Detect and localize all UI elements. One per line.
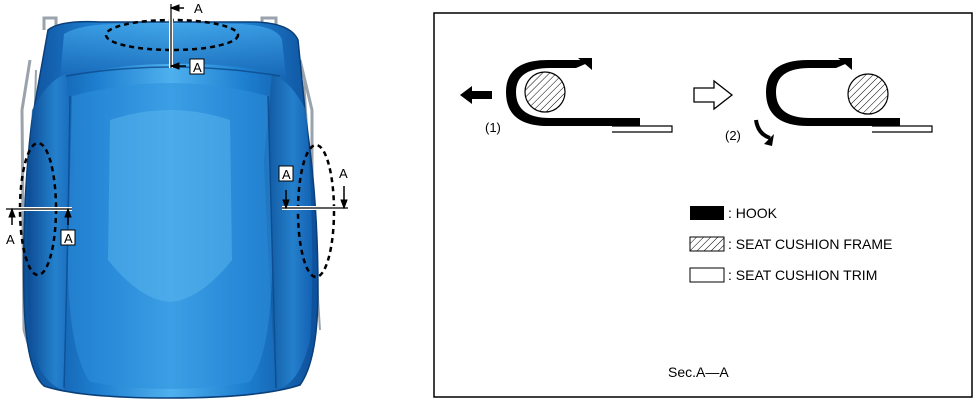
left-bolster — [27, 74, 74, 390]
step1-label: (1) — [485, 120, 501, 135]
hook-marker-right — [296, 143, 336, 279]
step2-trim — [872, 125, 933, 133]
section-panel: (1) (2) : HOOK : SEAT CUSHION FRAME : SE… — [433, 12, 973, 398]
step2-diagram — [754, 58, 933, 146]
step2-frame — [847, 73, 889, 115]
legend-label-hook: : HOOK — [728, 205, 778, 221]
center-cushion — [68, 83, 272, 389]
legend-label-trim: : SEAT CUSHION TRIM — [728, 267, 877, 283]
next-step-arrow-icon — [693, 79, 734, 111]
section-line-top — [169, 4, 186, 70]
legend-swatch-hook — [690, 206, 724, 220]
legend: : HOOK : SEAT CUSHION FRAME : SEAT CUSHI… — [689, 205, 892, 283]
section-mark-left-below: A — [6, 232, 15, 247]
section-mark-top-lower: A — [193, 60, 202, 75]
step1-frame — [524, 71, 566, 113]
step2-label: (2) — [725, 128, 741, 143]
step1-arrow-icon — [460, 86, 492, 104]
section-mark-left-right: A — [64, 231, 73, 246]
section-mark-right-upper-left: A — [282, 167, 291, 182]
legend-label-frame: : SEAT CUSHION FRAME — [728, 236, 892, 252]
section-panel-border — [433, 12, 973, 398]
step2-hook — [766, 60, 900, 126]
section-mark-top-upper: A — [194, 1, 203, 16]
section-mark-right-upper-right: A — [339, 166, 348, 181]
legend-swatch-frame — [689, 236, 725, 252]
step2-rotate-arrow-icon — [754, 119, 771, 140]
step1-trim — [612, 125, 673, 133]
cushion-highlight — [108, 110, 232, 302]
section-caption: Sec.A—A — [668, 364, 729, 380]
step1-diagram — [460, 58, 673, 133]
section-line-right — [282, 186, 348, 210]
section-line-left — [6, 207, 72, 225]
step1-hook — [506, 60, 640, 126]
seat-illustration: A A A A A A — [6, 1, 348, 399]
right-bolster — [264, 74, 313, 390]
legend-swatch-trim — [689, 267, 725, 283]
